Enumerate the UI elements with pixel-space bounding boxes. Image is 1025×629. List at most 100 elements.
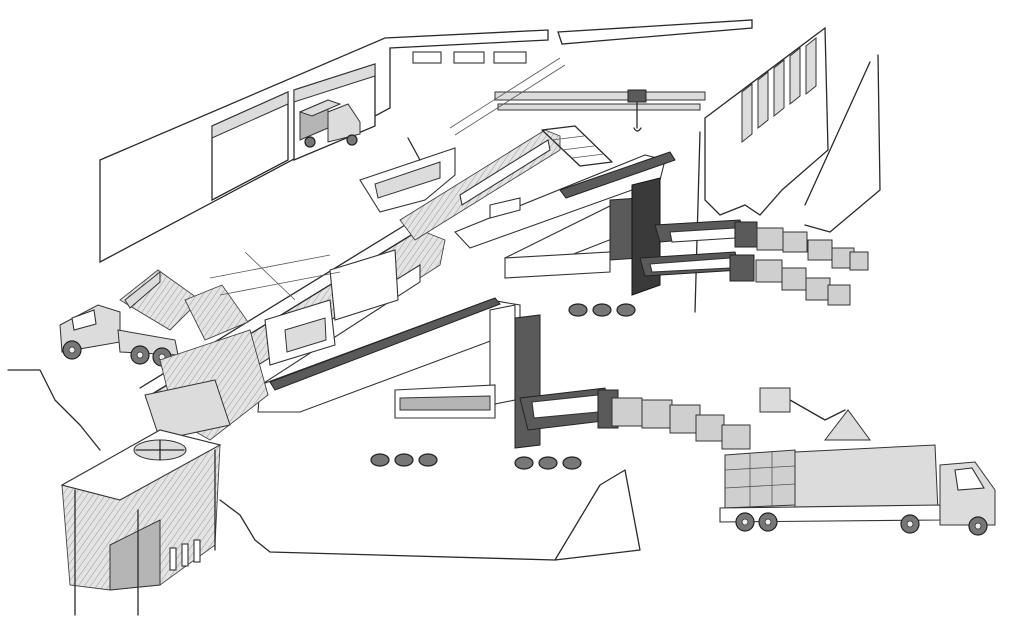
receiving-hopper xyxy=(144,329,269,441)
belt-dark xyxy=(559,151,676,199)
roof-beam xyxy=(454,64,566,136)
bale xyxy=(849,251,869,271)
window xyxy=(773,58,785,118)
window xyxy=(789,46,801,106)
inclined-belt-conveyor xyxy=(139,125,613,421)
conveyor-side xyxy=(459,139,551,206)
window xyxy=(453,51,485,64)
bin-side xyxy=(124,270,161,309)
chute-post xyxy=(407,137,421,161)
crane-base xyxy=(823,409,871,441)
round-bale xyxy=(514,456,534,470)
hub xyxy=(741,518,749,526)
discharge-pipe xyxy=(169,547,177,571)
bale xyxy=(695,414,725,442)
floor-line xyxy=(244,251,296,301)
round-bale xyxy=(394,453,414,467)
window xyxy=(741,82,753,144)
bale xyxy=(782,231,808,253)
bale xyxy=(611,397,643,427)
wall-fragment xyxy=(554,469,641,561)
press-head xyxy=(734,221,758,248)
cab-window xyxy=(71,309,97,331)
window xyxy=(412,51,442,64)
bale-line xyxy=(724,483,796,489)
round-bale xyxy=(568,303,588,317)
support-window xyxy=(284,317,327,353)
bale-line xyxy=(724,465,796,471)
crane-girder xyxy=(497,103,701,111)
truck-cab-left xyxy=(59,304,121,353)
round-bale xyxy=(418,453,438,467)
hub xyxy=(974,522,982,530)
stair-step xyxy=(561,145,595,151)
truck-cab-right xyxy=(939,461,996,526)
discharge-pipe xyxy=(181,543,189,567)
inlet-box xyxy=(489,197,521,219)
bale xyxy=(781,267,807,291)
door-roll xyxy=(211,91,289,139)
round-bale xyxy=(616,303,636,317)
silo-cone xyxy=(109,519,161,591)
grabbed-bale xyxy=(759,387,791,413)
round-bale xyxy=(562,456,582,470)
crane-hook xyxy=(633,127,642,132)
press-head xyxy=(729,254,755,282)
bale xyxy=(641,399,673,429)
support-box xyxy=(329,249,399,321)
overhead-crane xyxy=(449,57,706,136)
dump-bin-2 xyxy=(184,284,249,341)
trailer-box xyxy=(794,444,939,516)
window xyxy=(805,36,817,96)
baling-presses xyxy=(504,219,758,431)
tire xyxy=(346,134,358,146)
floor-line xyxy=(219,271,341,296)
bale xyxy=(669,404,701,434)
cabin-window xyxy=(374,161,441,199)
bale xyxy=(756,227,784,251)
bale xyxy=(805,277,831,301)
storage-silo xyxy=(60,429,222,616)
delivery-truck-left xyxy=(59,269,249,367)
truck-cab xyxy=(327,103,361,143)
back-wall-left xyxy=(99,29,549,264)
door-roll xyxy=(293,63,376,103)
bale xyxy=(827,284,851,306)
ground-outline xyxy=(219,499,556,561)
sorting-conveyors xyxy=(257,151,676,449)
hub xyxy=(764,518,772,526)
press-feed xyxy=(504,251,611,279)
stair-step xyxy=(551,135,585,141)
discharge-pipe xyxy=(193,539,201,563)
crane-trolley xyxy=(627,89,647,103)
bale xyxy=(755,259,783,283)
terrain xyxy=(7,251,641,561)
truck-box-top xyxy=(298,99,342,117)
floor-line xyxy=(209,254,331,279)
tire xyxy=(304,136,316,148)
press-tower-dark xyxy=(631,177,661,296)
round-bale xyxy=(538,456,558,470)
lower-belt-dark xyxy=(269,297,501,391)
window xyxy=(493,51,527,64)
crane-arm xyxy=(789,399,846,421)
loader-crane xyxy=(759,387,871,441)
round-bale xyxy=(370,453,390,467)
round-bale xyxy=(592,303,612,317)
window xyxy=(757,70,769,130)
terrain-edge-left xyxy=(7,369,101,451)
curved-wall-right xyxy=(804,54,881,233)
bale xyxy=(807,239,833,261)
bale-stacks xyxy=(370,227,869,470)
crane-girder xyxy=(494,91,706,101)
right-building-back-wall xyxy=(557,19,753,45)
small-truck-in-bay xyxy=(298,99,361,148)
hub xyxy=(906,520,914,528)
hopper-lower xyxy=(144,379,231,441)
feed-table-top xyxy=(399,395,491,411)
cab-window xyxy=(954,467,985,491)
hub xyxy=(68,346,76,354)
hub xyxy=(136,351,144,359)
